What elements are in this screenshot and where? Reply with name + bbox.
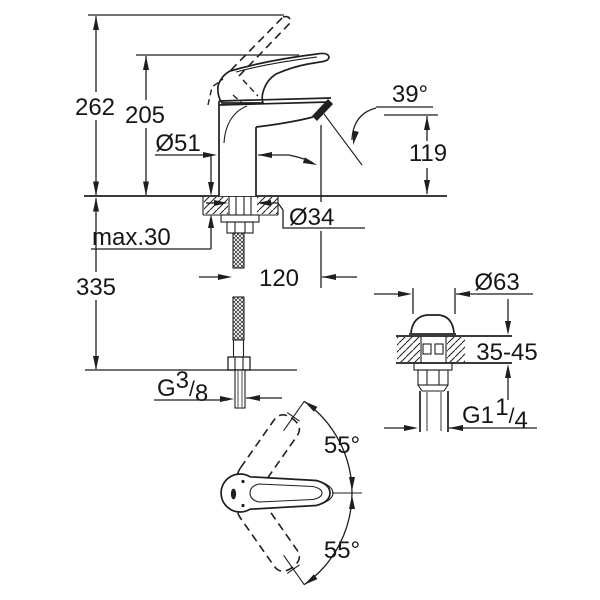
body-inner-curve xyxy=(223,105,248,144)
dim-flange-diameter: Ø63 xyxy=(474,269,519,296)
waste-taper xyxy=(417,384,449,392)
hose-fitting xyxy=(232,339,245,358)
dim-total-height: 262 xyxy=(75,94,115,121)
dim-swing-lower: 55° xyxy=(324,537,360,564)
dim-swing-upper: 55° xyxy=(324,432,360,459)
front-view-deck-and-mounting xyxy=(84,195,447,409)
lever-detail-dot-top xyxy=(241,479,245,484)
lever-outline xyxy=(216,52,330,104)
supply-thread-lines xyxy=(237,371,243,407)
supply-thread-tube xyxy=(234,369,246,409)
waste-cap-dome xyxy=(410,314,455,334)
body-edges xyxy=(218,101,257,196)
lever-logo-mark xyxy=(230,488,237,500)
hose-nut-facets xyxy=(234,357,244,370)
deck-section-edges xyxy=(202,196,279,216)
dim-max-deck-thickness: max.30 xyxy=(92,224,171,251)
lever-top-face xyxy=(249,483,323,503)
waste-tube-edges xyxy=(419,391,449,432)
lever-top-view: 55° 55° xyxy=(220,398,362,588)
leader-hole-diameter xyxy=(261,202,365,229)
spout-top-lines xyxy=(218,97,332,106)
spout-underside xyxy=(255,116,314,128)
waste-overflow-window-left xyxy=(422,343,432,355)
dim-outlet-height: 119 xyxy=(409,140,447,167)
lever-top-edge-inner xyxy=(235,56,318,73)
waste-tube-inner-lines xyxy=(426,392,442,431)
lever-plan-fill xyxy=(221,474,330,512)
flex-hose-lower xyxy=(232,296,245,341)
lever-raised-position xyxy=(230,15,291,77)
dim-below-deck-length: 335 xyxy=(76,274,116,301)
lever-detail-dot-bottom xyxy=(241,503,245,508)
front-view-dimensions: 262 205 335 Ø51 max.30 Ø34 xyxy=(75,14,447,407)
front-view-faucet xyxy=(207,15,363,196)
flex-hose-upper xyxy=(232,232,245,269)
hose-nut xyxy=(227,356,251,371)
aerator xyxy=(312,99,333,121)
waste-deck-hatch-left xyxy=(397,337,420,362)
waste-deck-hatch-right xyxy=(447,337,465,362)
water-stream-line xyxy=(323,113,363,166)
dim-height-to-lever: 205 xyxy=(125,102,165,129)
dim-spout-angle: 39° xyxy=(392,81,428,108)
dim-body-diameter: Ø51 xyxy=(155,130,200,157)
mounting-shank xyxy=(228,196,252,215)
lever-knob-hidden-lines xyxy=(232,79,259,104)
waste-nut xyxy=(417,369,449,386)
dim-spout-reach: 120 xyxy=(259,265,299,292)
body-fill xyxy=(219,100,330,196)
waste-nut-facets xyxy=(426,370,440,385)
waste-overflow-window-right xyxy=(434,343,444,355)
ext-lines-flange xyxy=(412,288,456,314)
lever-plan-outline xyxy=(220,473,331,513)
lever-tip-cross-upper xyxy=(283,400,305,432)
deck-hatch-right xyxy=(257,197,278,214)
dim-deck-thickness-range: 35-45 xyxy=(476,339,537,366)
dim-hole-diameter: Ø34 xyxy=(289,204,334,231)
arc-spout-angle xyxy=(351,107,377,141)
waste-body-through-deck xyxy=(420,336,447,363)
mounting-nut-facets xyxy=(234,222,246,233)
lever-fill xyxy=(217,53,329,103)
lever-tip-cross-lower xyxy=(283,554,305,586)
